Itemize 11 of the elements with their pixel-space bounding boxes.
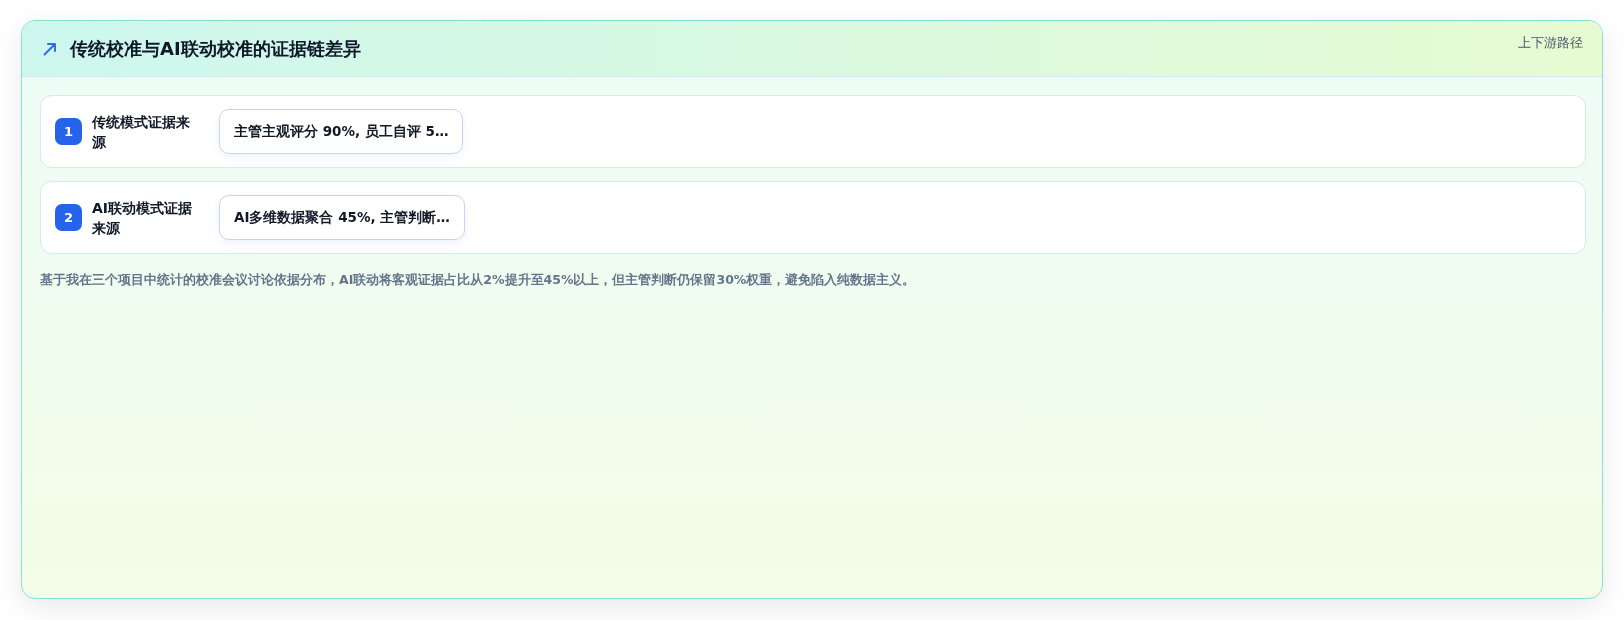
header-label: 上下游路径 xyxy=(1518,34,1583,52)
caption: 基于我在三个项目中统计的校准会议讨论依据分布，AI联动将客观证据占比从2%提升至45%以上，但主管判断仍保留30%权重，避免陷入纯数据主义。 xyxy=(40,271,916,289)
row-label: 传统模式证据来源 xyxy=(92,113,191,152)
title: 传统校准与AI联动校准的证据链差异 xyxy=(70,37,361,61)
number-badge: 2 xyxy=(55,204,82,231)
value-chip: AI多维数据聚合 45%, 主管判断… xyxy=(219,195,465,240)
row-label: AI联动模式证据来源 xyxy=(92,199,194,238)
number-badge: 1 xyxy=(55,118,82,145)
row-card xyxy=(40,95,1586,168)
value-chip: 主管主观评分 90%, 员工自评 5… xyxy=(219,109,464,154)
row-card xyxy=(40,181,1586,254)
